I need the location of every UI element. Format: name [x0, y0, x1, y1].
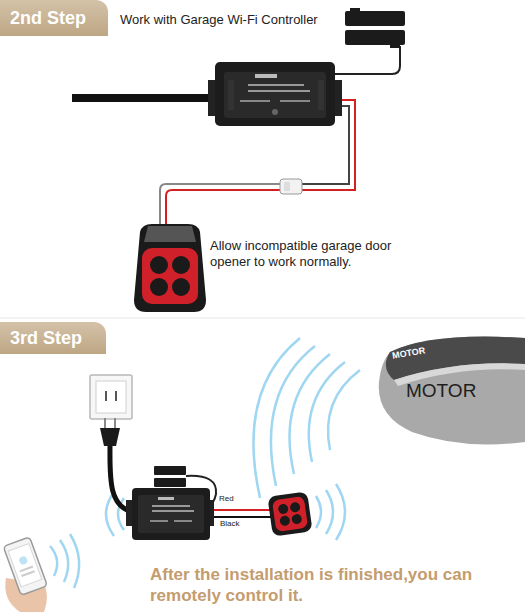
caption: After the installation is finished,you c… — [150, 564, 522, 607]
wifi-controller — [126, 488, 214, 540]
motor-label: MOTOR — [406, 380, 476, 402]
step-tab: 3rd Step — [0, 322, 106, 354]
step-tab: 2nd Step — [0, 0, 108, 36]
wire-label: Black — [219, 519, 241, 529]
black-wire — [208, 516, 272, 518]
remote-control — [267, 491, 312, 536]
motor-housing: MOTORMOTOR — [372, 330, 525, 448]
step-title: 3rd Step — [10, 328, 82, 349]
magnetic-sensor — [345, 8, 405, 48]
wire-label: Red — [219, 494, 234, 504]
step-note: Allow incompatible garage door opener to… — [210, 238, 410, 271]
step-note: Work with Garage Wi-Fi Controller — [120, 12, 318, 28]
step-title: 2nd Step — [10, 8, 86, 29]
wifi-waves — [50, 338, 360, 588]
wall-socket — [90, 375, 132, 419]
power-cable — [72, 94, 216, 102]
remote-control — [134, 224, 206, 312]
wifi-controller — [208, 62, 342, 126]
smartphone — [3, 537, 47, 612]
plug-cord — [100, 418, 134, 512]
sensor-wire — [334, 46, 400, 74]
red-wire — [208, 509, 272, 511]
